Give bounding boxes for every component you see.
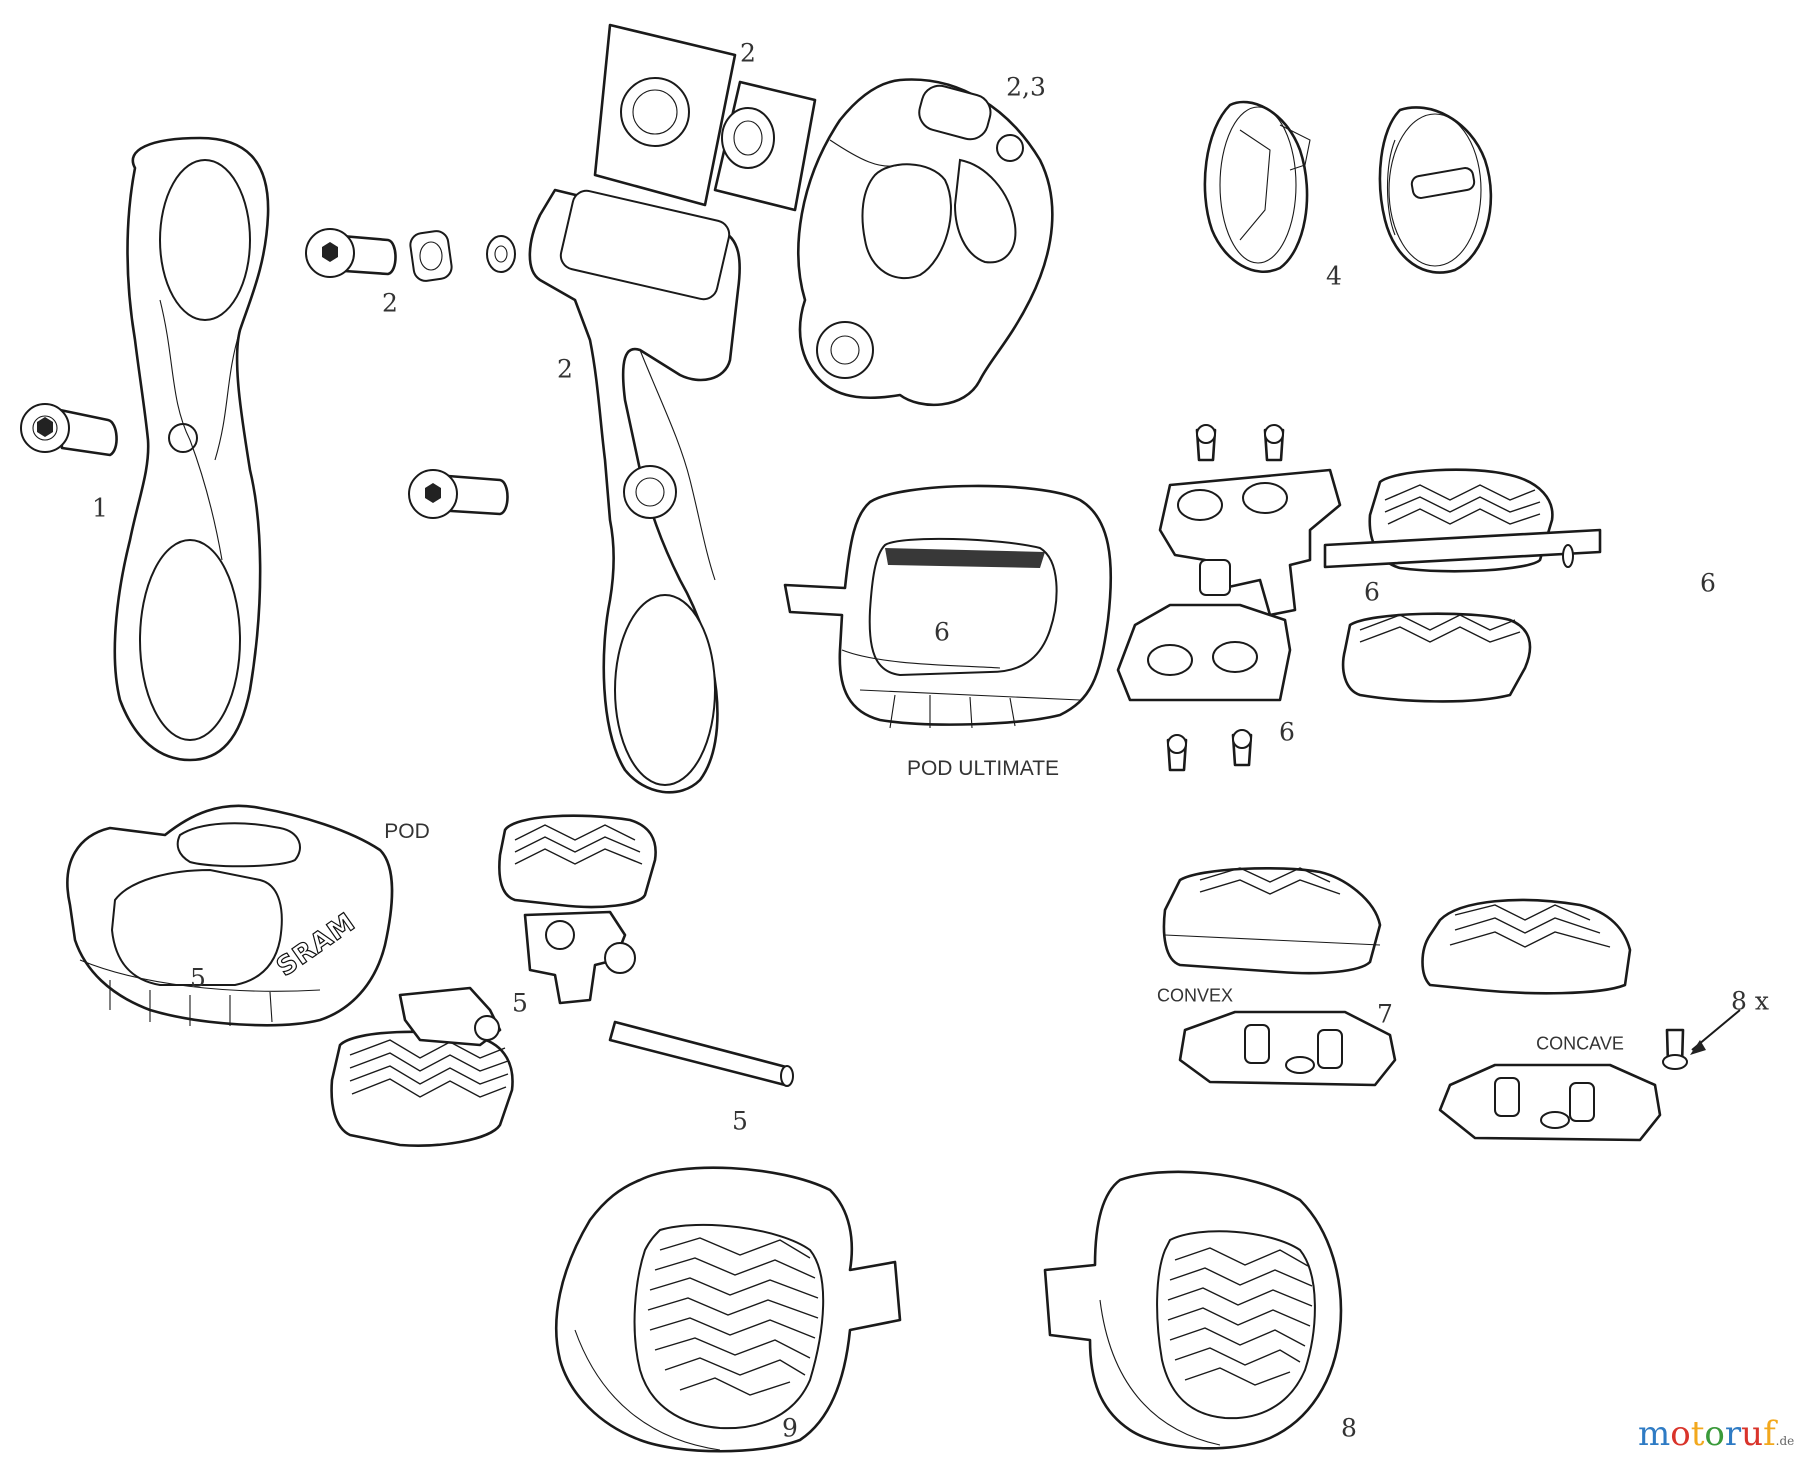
callout-5-body: 5 [190,963,206,993]
pod-body-part-5 [66,804,394,1027]
caption-pod-ultimate: POD ULTIMATE [906,757,1060,780]
callout-2-arm: 2 [557,354,573,384]
callout-6-button: 6 [1364,577,1380,607]
watermark-letter: f [1763,1414,1776,1454]
watermark-letter: o [1704,1414,1725,1454]
callout-2-pad: 2 [740,38,756,68]
end-cap-part-4 [1203,100,1493,274]
pod-ultimate-buttons-part-6 [1323,468,1602,703]
arm-part-2 [528,188,741,794]
pad-part-2 [593,23,817,212]
pod-paddle-part-5 [330,986,514,1147]
callout-7: 7 [1377,999,1393,1029]
callout-6-body: 6 [934,617,950,647]
pod-ultimate-mechanism-part-6 [1116,424,1342,772]
caption-concave: CONCAVE [1536,1033,1624,1054]
callout-6-mech: 6 [1279,717,1295,747]
bolt-part-1 [20,403,118,457]
pod-ultimate-body-part-6 [783,484,1113,729]
watermark-letter: o [1670,1414,1691,1454]
watermark-suffix: .de [1775,1434,1795,1448]
bolt-part-mid [408,469,509,519]
pod-pin-part-5 [608,1020,794,1087]
callout-1: 1 [92,493,108,523]
watermark-letter: u [1741,1414,1764,1454]
clamp-part-1 [113,136,270,762]
watermark-letter: r [1724,1414,1742,1454]
screw-part-8 [1662,1009,1741,1070]
callout-8: 8 [1341,1413,1357,1443]
callout-2-bolt: 2 [382,288,398,318]
watermark-letter: t [1690,1414,1705,1454]
caption-pod: POD [384,820,430,843]
callout-8x: 8 x [1731,986,1769,1016]
callout-4: 4 [1326,261,1342,291]
caption-convex: CONVEX [1156,985,1234,1006]
pod-mechanism-part-5 [498,814,657,1005]
callout-5-mech: 5 [512,988,528,1018]
shifter-part-9 [554,1166,902,1453]
watermark: motoruf.de [1638,1414,1794,1454]
shifter-part-8 [1043,1170,1343,1450]
thumbpad-part-7 [1162,866,1662,1142]
callout-9: 9 [782,1413,798,1443]
clamp-part-2-3 [797,78,1054,407]
watermark-letter: m [1638,1414,1671,1454]
watermark-text: motoruf [1638,1414,1776,1454]
callout-5-pin: 5 [732,1106,748,1136]
callout-2-3: 2,3 [1006,72,1046,102]
bolt-washers-part-2 [305,228,516,282]
callout-6-pin: 6 [1700,568,1716,598]
